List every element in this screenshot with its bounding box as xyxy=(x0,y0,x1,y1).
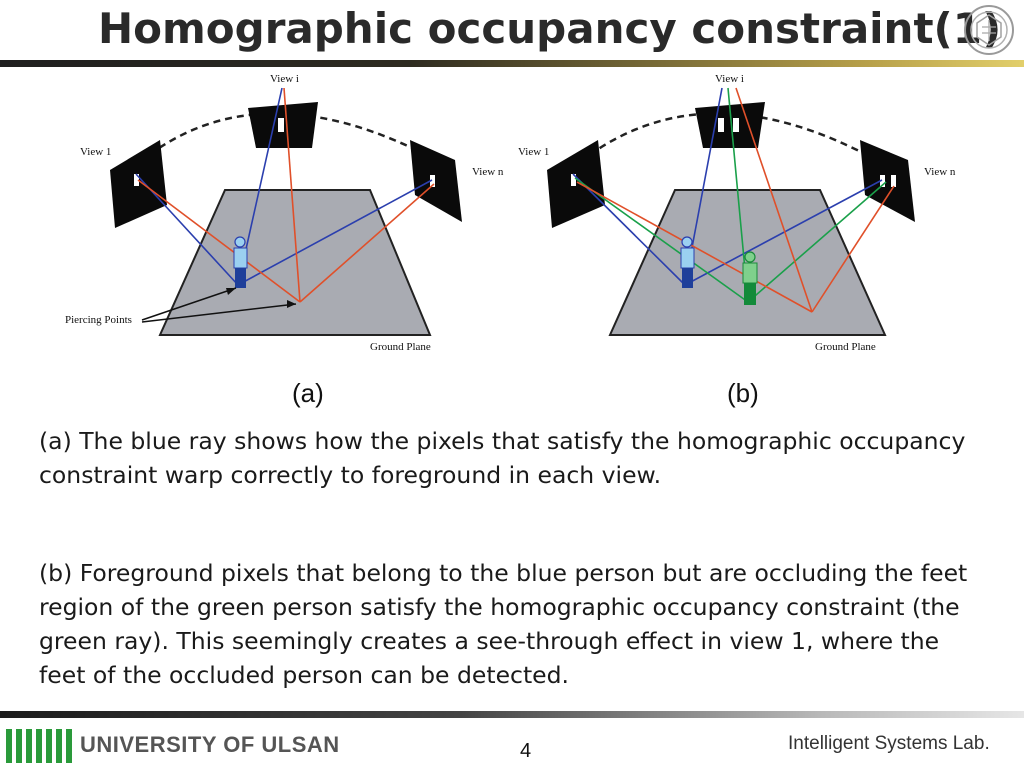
panel-a-piercing-points-label: Piercing Points xyxy=(65,314,132,326)
university-seal-icon xyxy=(964,5,1014,55)
university-name: UNIVERSITY OF ULSAN xyxy=(80,732,340,757)
title-divider-bar xyxy=(0,60,1024,67)
paragraph-a: (a) The blue ray shows how the pixels th… xyxy=(39,427,966,489)
lab-name: Intelligent Systems Lab. xyxy=(788,733,990,754)
panel-b-view-n-label: View n xyxy=(924,166,956,178)
panel-b-caption: (b) xyxy=(727,378,759,408)
slide-title: Homographic occupancy constraint(1) xyxy=(98,4,1002,53)
panel-b-view-1-label: View 1 xyxy=(518,146,549,158)
figure: View i View 1 View n Piercing Points Gro… xyxy=(60,70,965,415)
panel-a-diagram: View i View 1 View n Piercing Points Gro… xyxy=(65,73,504,353)
panel-b-ground-plane-label: Ground Plane xyxy=(815,341,876,353)
panel-a-ground-plane-label: Ground Plane xyxy=(370,341,431,353)
panel-a-view-n-label: View n xyxy=(472,166,504,178)
page-number: 4 xyxy=(520,740,532,762)
paragraph-b: (b) Foreground pixels that belong to the… xyxy=(39,559,968,689)
panel-b-view-i-label: View i xyxy=(715,73,744,85)
panel-a-view-1-label: View 1 xyxy=(80,146,111,158)
panel-b-diagram: View i View 1 View n Ground Plane xyxy=(518,73,956,353)
panel-a-view-i-label: View i xyxy=(270,73,299,85)
panel-a-caption: (a) xyxy=(292,378,324,408)
footer-divider-bar xyxy=(0,711,1024,718)
university-logo-icon xyxy=(6,729,72,763)
